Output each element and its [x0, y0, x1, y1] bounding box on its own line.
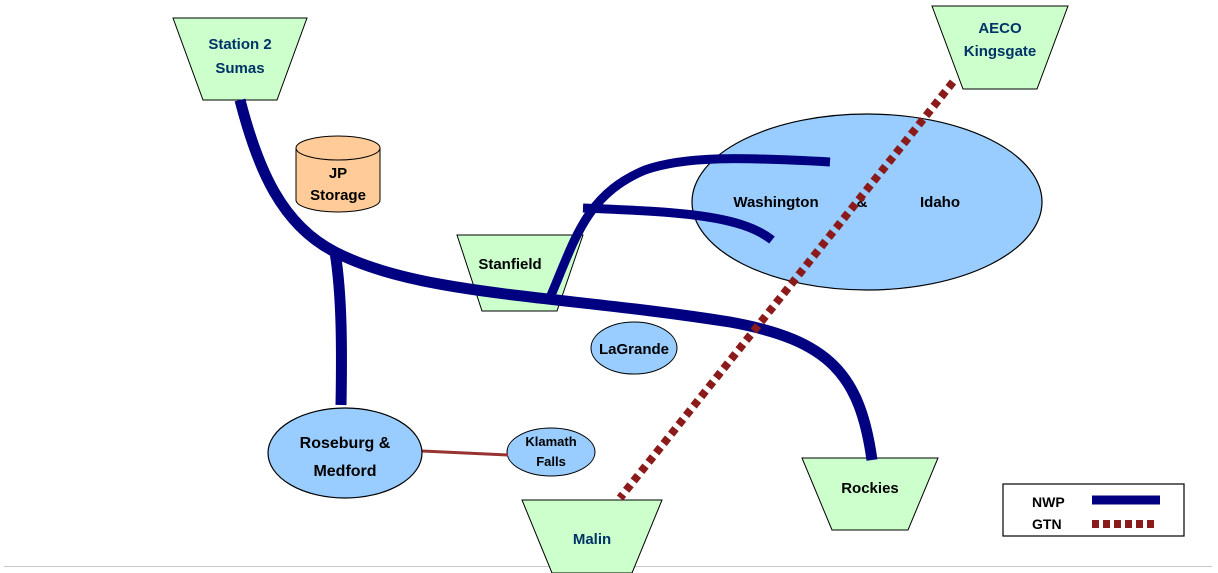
nwp-roseburg-lateral [329, 251, 347, 406]
jp-storage-tank: JP Storage [295, 135, 381, 213]
aeco-label-1: AECO [978, 20, 1022, 37]
roseburg-label-1: Roseburg & [300, 435, 391, 452]
legend: NWP GTN [1002, 483, 1185, 537]
lagrande-label: LaGrande [599, 341, 669, 358]
market-roseburg-medford [267, 407, 423, 499]
roseburg-label-2: Medford [313, 463, 376, 480]
nwp-stanfield-to-washington [544, 154, 831, 302]
gtn-pipeline [616, 79, 957, 501]
aeco-label-2: Kingsgate [964, 43, 1037, 60]
station2-label-2: Sumas [215, 60, 264, 77]
klamath-label-1: Klamath [525, 434, 576, 449]
label-washington: Washington [733, 194, 818, 211]
klamath-label-2: Falls [536, 454, 566, 469]
jp-storage-label-1: JP [329, 165, 347, 182]
hub-station2-sumas [172, 17, 308, 101]
nwp-mainline [234, 98, 878, 461]
nwp-stanfield-branch [582, 203, 775, 244]
rockies-label: Rockies [841, 480, 899, 497]
legend-box [1002, 483, 1185, 537]
nwp-pipelines [234, 98, 878, 461]
jp-storage-label-2: Storage [310, 187, 366, 204]
market-lagrande [590, 321, 678, 375]
hub-aeco-kingsgate [931, 5, 1069, 90]
station2-label-1: Station 2 [208, 36, 271, 53]
link-roseburg-klamath [421, 449, 509, 457]
market-klamath-falls [506, 427, 596, 477]
stanfield-label: Stanfield [478, 256, 541, 273]
legend-nwp-label: NWP [1032, 494, 1065, 510]
malin-label: Malin [573, 531, 611, 548]
label-idaho: Idaho [920, 194, 960, 211]
hub-rockies [801, 457, 939, 531]
label-ampersand: & [857, 194, 868, 211]
hub-malin [521, 499, 663, 573]
legend-gtn-label: GTN [1032, 516, 1062, 532]
